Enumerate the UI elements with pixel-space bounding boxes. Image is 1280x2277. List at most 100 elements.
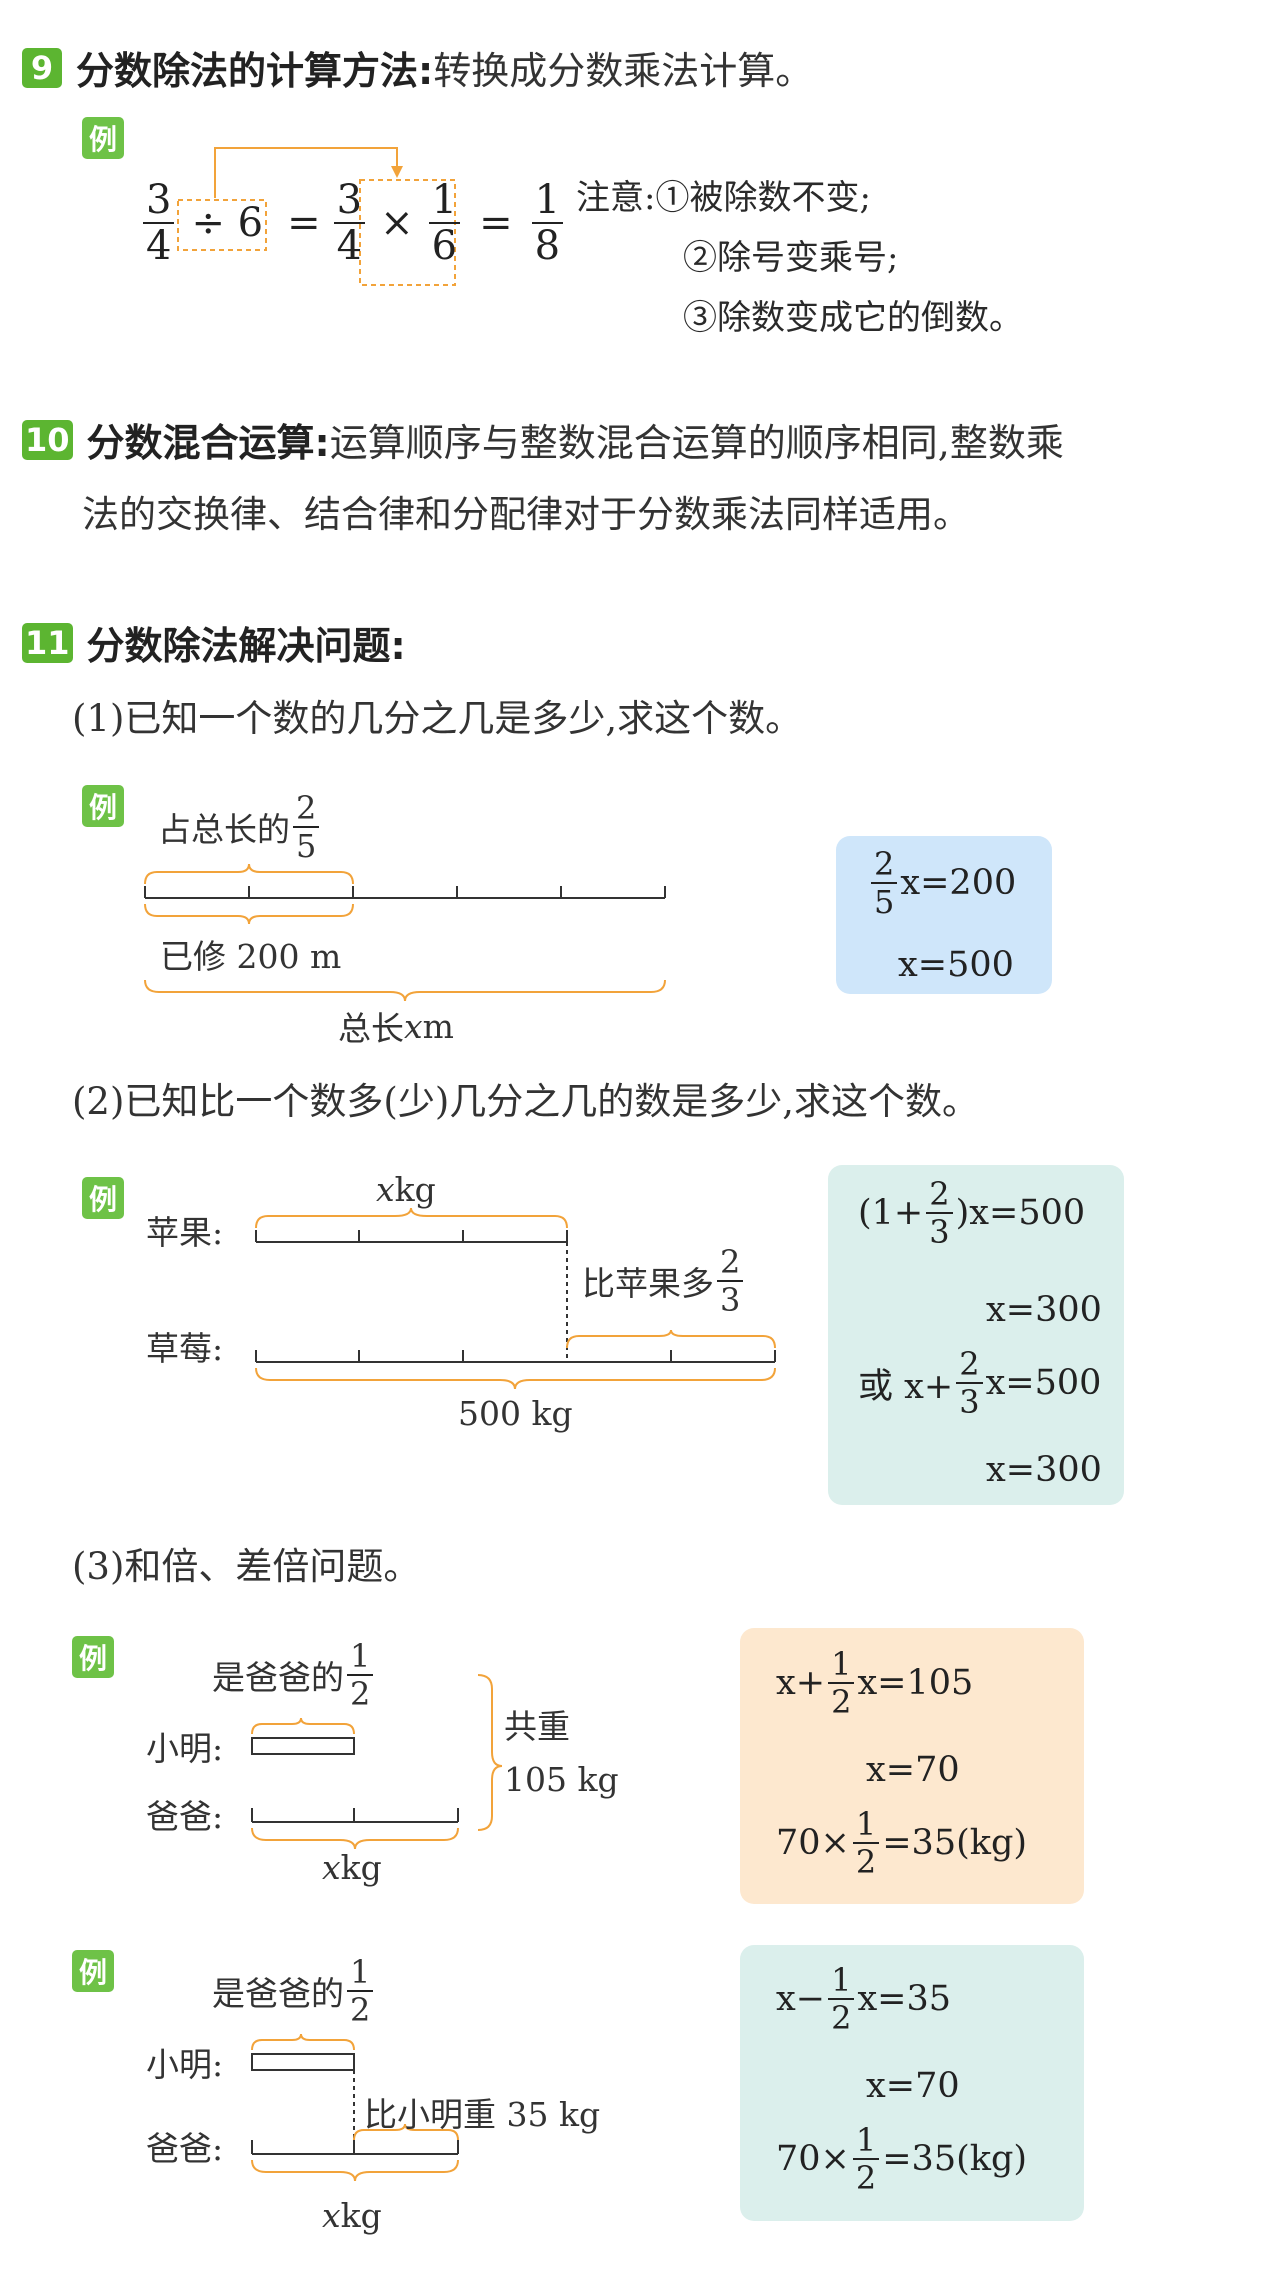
- dashed-box-reciprocal: [359, 179, 456, 286]
- ex2-sol-line4: x=300: [986, 1450, 1102, 1490]
- ex4-sol-line2: x=70: [866, 2066, 960, 2106]
- ex3-dad-label: 爸爸:: [146, 1797, 224, 1836]
- sec10-title: 分数混合运算:: [86, 421, 330, 465]
- ex1-bar: [144, 886, 666, 899]
- sec9-badge: 9: [22, 47, 62, 88]
- ex4-ming-label: 小明:: [146, 2045, 224, 2084]
- ex2-straw-bar: [255, 1350, 776, 1363]
- ex3-ming-label: 小明:: [146, 1729, 224, 1768]
- ex3-dad-bar: [251, 1808, 459, 1823]
- ex4-solution-box: [740, 1945, 1084, 2221]
- ex2-brace-more: [566, 1329, 776, 1349]
- ex4-brace-ming-top: [251, 2033, 355, 2051]
- sec11-q3: (3)和倍、差倍问题。: [72, 1545, 421, 1588]
- ex4-tag: 例: [72, 1950, 114, 1992]
- transform-arrow: [214, 147, 398, 198]
- ex2-brace-total: [255, 1367, 776, 1390]
- sec9-example-tag: 例: [82, 117, 124, 159]
- sec9-note-2: ②除号变乘号;: [683, 238, 899, 278]
- ex1-solution-box: [836, 836, 1052, 994]
- ex3-sol-line2: x=70: [866, 1750, 960, 1790]
- ex1-built-label: 已修 200 m: [160, 937, 342, 976]
- transform-arrow-head: [391, 166, 403, 178]
- sec11-badge: 11: [22, 622, 73, 663]
- ex3-xkg-label: x kg: [322, 1848, 382, 1887]
- sec10-badge: 10: [22, 419, 73, 460]
- eq-equals-1: =: [287, 200, 321, 246]
- ex4-ming-bar: [251, 2053, 355, 2071]
- sec10-desc-cont: 法的交换律、结合律和分配律对于分数乘法同样适用。: [82, 493, 970, 536]
- sec10-header: 10 分数混合运算: 运算顺序与整数混合运算的顺序相同,整数乘: [22, 412, 1064, 467]
- ex2-sol-line2: x=300: [986, 1290, 1102, 1330]
- ex4-brace-heavier: [353, 2123, 459, 2141]
- sec9-header: 9 分数除法的计算方法: 转换成分数乘法计算。: [22, 40, 813, 95]
- ex1-sol-line2: x=500: [898, 945, 1014, 985]
- ex1-brace-top: [144, 863, 354, 885]
- sec11-q2: (2)已知比一个数多(少)几分之几的数是多少,求这个数。: [72, 1080, 980, 1123]
- sec11-header: 11 分数除法解决问题:: [22, 615, 406, 670]
- sec9-note-1: 注意:①被除数不变;: [576, 178, 871, 218]
- ex2-solution-box: [828, 1165, 1124, 1505]
- ex3-tag: 例: [72, 1636, 114, 1678]
- sec9-title: 分数除法的计算方法:: [76, 49, 434, 93]
- ex2-brace-apple: [255, 1207, 568, 1229]
- ex1-brace-built: [144, 903, 354, 925]
- sec9-desc: 转换成分数乘法计算。: [433, 49, 814, 93]
- sec11-q1: (1)已知一个数的几分之几是多少,求这个数。: [72, 697, 803, 740]
- ex4-xkg-label: x kg: [322, 2196, 382, 2235]
- ex1-tag: 例: [82, 785, 124, 827]
- ex3-brace-together: [477, 1674, 503, 1831]
- ex4-dad-label: 爸爸:: [146, 2129, 224, 2168]
- ex2-xkg-label: x kg: [376, 1170, 436, 1209]
- ex1-brace-total: [144, 979, 666, 1002]
- ex3-together-weight: 105 kg: [504, 1760, 619, 1799]
- eq-times: ×: [380, 200, 414, 246]
- sec10-desc: 运算顺序与整数混合运算的顺序相同,整数乘: [329, 421, 1064, 465]
- sec9-note-3: ③除数变成它的倒数。: [683, 298, 1023, 338]
- ex2-apple-label: 苹果:: [146, 1213, 224, 1252]
- ex2-tag: 例: [82, 1177, 124, 1219]
- ex3-solution-box: [740, 1628, 1084, 1904]
- ex3-brace-dad: [251, 1827, 459, 1850]
- eq-div-six: ÷ 6: [191, 200, 264, 246]
- ex2-total-label: 500 kg: [458, 1394, 573, 1433]
- ex2-straw-label: 草莓:: [146, 1329, 224, 1368]
- ex3-together-label: 共重: [504, 1707, 570, 1746]
- ex3-ming-bar: [251, 1737, 355, 1755]
- ex4-dad-bar: [251, 2140, 459, 2155]
- ex2-apple-bar: [255, 1230, 568, 1243]
- ex4-brace-dad: [251, 2159, 459, 2182]
- ex3-brace-ming-top: [251, 1717, 355, 1735]
- eq-equals-2: =: [479, 200, 513, 246]
- dashed-box-divisor: [177, 199, 267, 251]
- ex4-heavier-label: 比小明重 35 kg: [364, 2095, 601, 2134]
